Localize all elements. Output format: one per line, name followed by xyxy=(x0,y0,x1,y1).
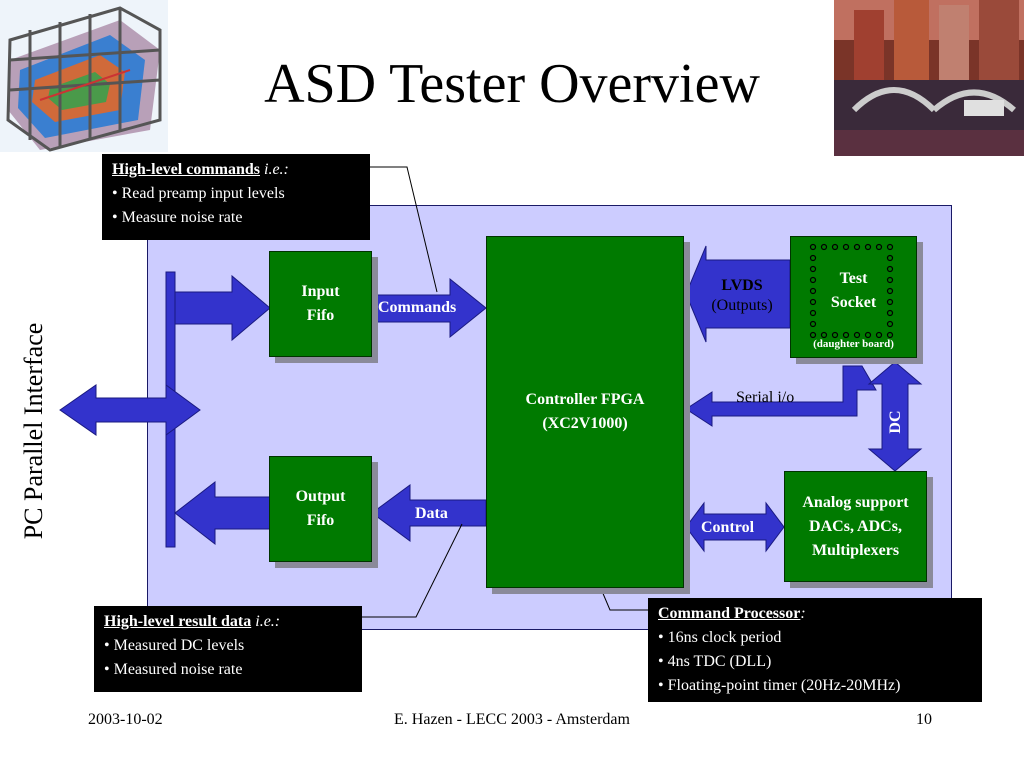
results-note-connector xyxy=(362,523,463,618)
controller-fpga-block: Controller FPGA (XC2V1000) xyxy=(486,236,684,588)
processor-note-item: • Floating-point timer (20Hz-20MHz) xyxy=(658,677,901,694)
lvds-arrow xyxy=(685,245,791,343)
commands-note-heading: High-level commands xyxy=(112,161,260,178)
lvds-label: LVDS (Outputs) xyxy=(702,276,782,316)
results-note-suffix: i.e.: xyxy=(255,613,281,630)
controller-label-line2: (XC2V1000) xyxy=(542,415,628,432)
commands-arrow xyxy=(371,277,487,339)
footer-date: 2003-10-02 xyxy=(88,711,163,728)
daughter-board-label: (daughter board) xyxy=(813,338,894,350)
processor-note-item: • 16ns clock period xyxy=(658,629,782,646)
footer-page-number: 10 xyxy=(916,711,932,728)
output-fifo-to-bus-arrow xyxy=(174,480,271,546)
processor-note-heading: Command Processor xyxy=(658,605,801,622)
test-socket-label-line1: Test xyxy=(839,270,868,287)
commands-note: High-level commands i.e.: • Read preamp … xyxy=(102,154,370,240)
slide-title: ASD Tester Overview xyxy=(264,53,760,115)
data-arrow-label: Data xyxy=(415,505,448,522)
dc-arrow-label: DC xyxy=(887,410,904,434)
serial-io-arrow xyxy=(685,365,877,427)
commands-arrow-label: Commands xyxy=(378,299,457,316)
amsterdam-photo xyxy=(834,0,1024,156)
results-note-heading: High-level result data xyxy=(104,613,252,630)
socket-pins-icon xyxy=(809,243,894,339)
results-note-item: • Measured noise rate xyxy=(104,661,243,678)
input-fifo-block: Input Fifo xyxy=(269,251,372,357)
pc-parallel-interface-label: PC Parallel Interface xyxy=(19,322,48,540)
lvds-label-line1: LVDS xyxy=(721,277,763,294)
test-socket-block: Test Socket (daughter board) xyxy=(790,236,917,358)
pc-interface-arrow xyxy=(59,384,201,436)
output-fifo-label-line2: Fifo xyxy=(306,512,335,529)
detector-image xyxy=(0,0,168,152)
commands-note-item: • Measure noise rate xyxy=(112,209,243,226)
commands-note-item: • Read preamp input levels xyxy=(112,185,285,202)
input-fifo-label-line1: Input xyxy=(301,283,340,300)
analog-label-line2: DACs, ADCs, xyxy=(809,517,902,535)
output-fifo-label-line1: Output xyxy=(295,488,346,505)
commands-note-connector xyxy=(370,166,438,293)
amsterdam-drawing xyxy=(834,0,1024,156)
footer-center: E. Hazen - LECC 2003 - Amsterdam xyxy=(394,711,630,728)
analog-support-block: Analog support DACs, ADCs, Multiplexers xyxy=(784,471,927,582)
analog-label-line3: Multiplexers xyxy=(811,541,900,559)
processor-note-item: • 4ns TDC (DLL) xyxy=(658,653,772,670)
output-fifo-block: Output Fifo xyxy=(269,456,372,562)
data-arrow xyxy=(371,484,487,542)
input-fifo-label-line2: Fifo xyxy=(306,307,335,324)
control-arrow-label: Control xyxy=(701,519,755,536)
processor-note: Command Processor: • 16ns clock period •… xyxy=(648,598,982,702)
commands-note-suffix: i.e.: xyxy=(264,161,289,178)
bus-to-input-fifo-arrow xyxy=(174,274,271,342)
processor-note-suffix: : xyxy=(800,605,806,622)
detector-drawing xyxy=(0,0,168,152)
analog-label-line1: Analog support xyxy=(802,493,909,511)
test-socket-label-line2: Socket xyxy=(830,294,877,311)
results-note: High-level result data i.e.: • Measured … xyxy=(94,606,362,692)
serial-io-label: Serial i/o xyxy=(736,389,795,406)
results-note-item: • Measured DC levels xyxy=(104,637,245,654)
lvds-label-line2: (Outputs) xyxy=(711,297,773,314)
controller-label-line1: Controller FPGA xyxy=(525,391,645,408)
